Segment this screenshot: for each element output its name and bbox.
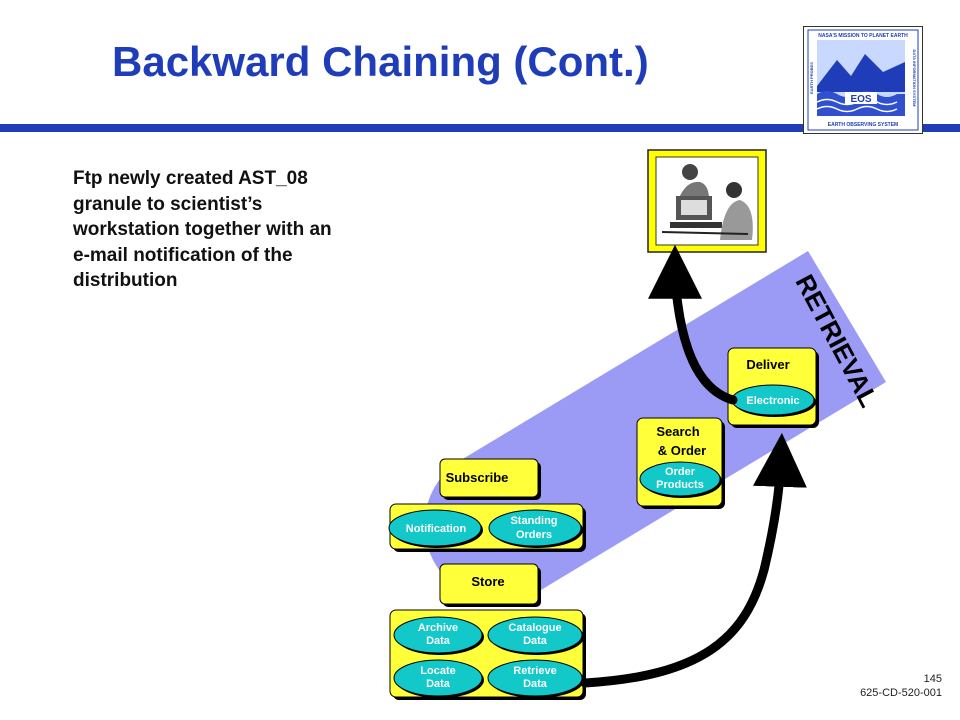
logo-center-text: EOS (850, 94, 871, 105)
electronic-label: Electronic (746, 395, 799, 407)
scientist-photo (647, 149, 767, 253)
eos-logo: EOS NASA'S MISSION TO PLANET EARTH EARTH… (803, 26, 923, 134)
body-line: distribution (73, 270, 178, 291)
arrow-retrieve-to-deliver (580, 432, 807, 688)
logo-bottom-text: EARTH OBSERVING SYSTEM (828, 122, 898, 128)
arrow-electronic-to-scientist (648, 244, 738, 405)
logo-left-text: EARTH PROBES (809, 62, 814, 94)
notification-label: Notification (406, 523, 467, 535)
logo-top-text: NASA'S MISSION TO PLANET EARTH (818, 33, 908, 39)
order-title: & Order (658, 443, 706, 458)
subscribe-title: Subscribe (446, 470, 509, 485)
document-id: 625-CD-520-001 (860, 687, 942, 699)
page-number: 145 (923, 673, 942, 685)
body-line: e-mail notification of the (73, 244, 293, 266)
body-line: granule to scientist’s (73, 193, 263, 215)
title-divider (0, 124, 960, 132)
body-line: Ftp newly created AST_08 (73, 168, 308, 189)
deliver-group: Deliver Electronic (727, 347, 819, 428)
body-line: workstation together with an (73, 219, 332, 240)
logo-right-text: DATA INFORMATION SYSTEM (912, 50, 917, 108)
body-text: Ftp newly created AST_08 granule to scie… (73, 166, 413, 294)
store-title: Store (471, 574, 504, 589)
slide-title: Backward Chaining (Cont.) (112, 38, 649, 85)
search-title: Search (656, 424, 699, 439)
deliver-title: Deliver (746, 357, 789, 372)
slide-footer: 145 625-CD-520-001 (860, 672, 942, 700)
